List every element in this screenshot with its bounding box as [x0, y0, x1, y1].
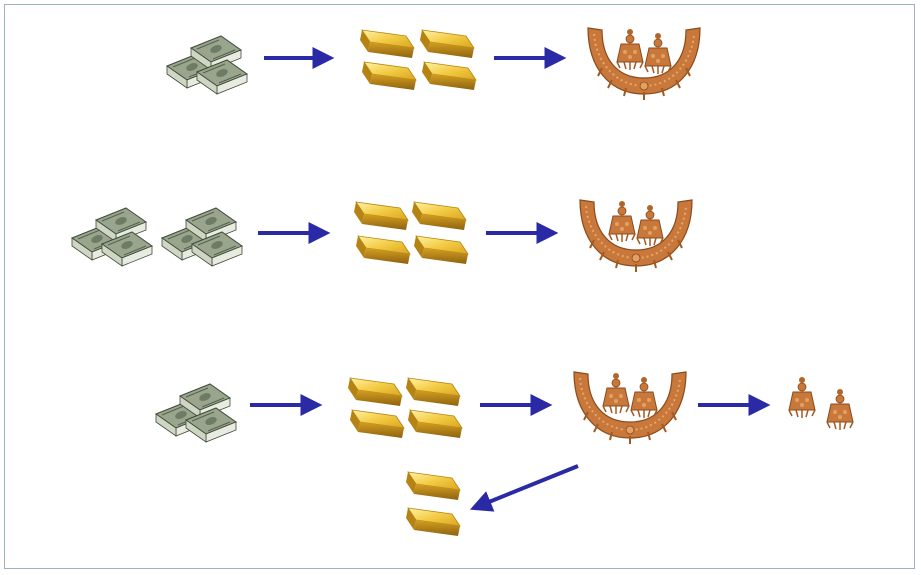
returned-gold-bars-group — [405, 471, 461, 537]
gold-bars-group — [347, 377, 463, 439]
earrings-icon — [788, 376, 854, 431]
row-1 — [167, 28, 700, 100]
money-stack-icon — [167, 36, 247, 94]
gold-bar-icon — [361, 61, 417, 91]
money-stack-icon — [156, 384, 236, 442]
gold-bar-icon — [353, 201, 409, 231]
gold-bar-icon — [405, 471, 461, 501]
gold-bar-icon — [349, 409, 405, 439]
gold-bar-icon — [421, 61, 477, 91]
gold-bar-icon — [411, 201, 467, 231]
gold-bars-group — [353, 201, 469, 265]
gold-bar-icon — [347, 377, 403, 407]
necklace-icon — [580, 200, 692, 272]
gold-bar-icon — [407, 409, 463, 439]
necklace-icon — [588, 28, 700, 100]
gold-bar-icon — [405, 377, 461, 407]
diagram-frame — [4, 4, 915, 569]
gold-bar-icon — [359, 29, 415, 59]
gold-bar-icon — [413, 235, 469, 265]
money-stack-icon — [162, 208, 242, 266]
gold-bar-icon — [405, 507, 461, 537]
money-stack-icon — [72, 208, 152, 266]
arrow-icon — [469, 464, 579, 512]
necklace-icon — [574, 372, 686, 444]
row-2 — [72, 200, 692, 272]
gold-bars-group — [359, 29, 477, 91]
gold-bar-icon — [355, 235, 411, 265]
row-3 — [156, 372, 854, 537]
gold-bar-icon — [419, 29, 475, 59]
